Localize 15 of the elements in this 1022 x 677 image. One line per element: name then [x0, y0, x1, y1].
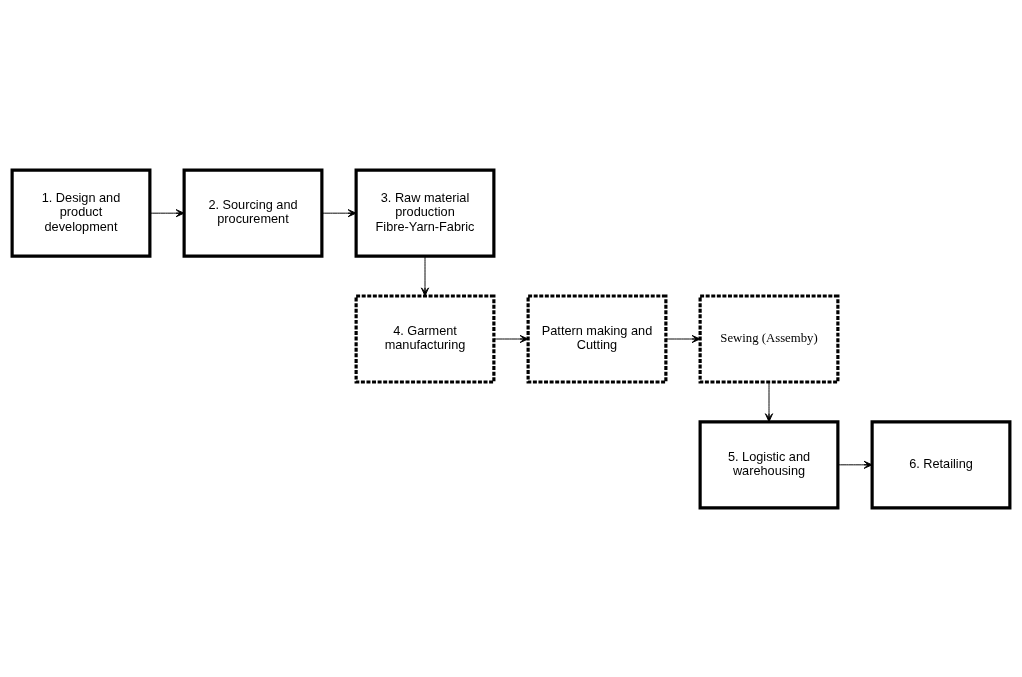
arrow	[149, 208, 185, 217]
node-box: 6. Retailing	[870, 419, 1012, 509]
arrow	[764, 381, 774, 422]
node-box: 2. Sourcing and procurement	[182, 168, 324, 258]
arrow	[665, 334, 701, 343]
arrow	[420, 255, 430, 296]
node-box: 4. Garment manufacturing	[354, 293, 496, 384]
arrow	[321, 208, 357, 217]
node-box: Sewing (Assemby)	[698, 293, 840, 384]
node-box: 3. Raw material production Fibre-Yarn-Fabric	[354, 168, 496, 258]
node-box: 5. Logistic and warehousing	[698, 419, 840, 509]
node-box: Pattern making and Cutting	[526, 293, 668, 384]
arrow	[837, 460, 873, 469]
node-box: 1. Design and product development	[10, 168, 152, 258]
arrow	[493, 334, 529, 343]
